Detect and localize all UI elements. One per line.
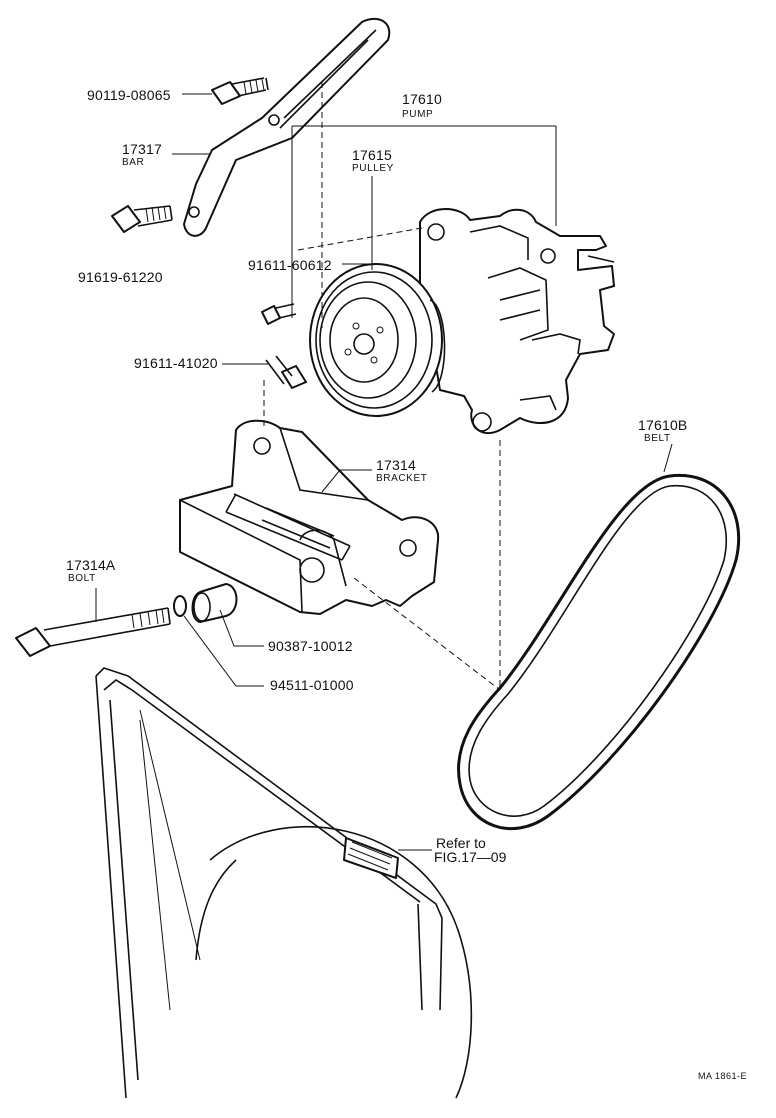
pulley-part-drawing [309,263,446,417]
part-number-17317: 17317 [122,141,162,157]
part-name-belt: BELT [644,433,671,444]
part-number-90387-10012: 90387-10012 [268,638,353,654]
part-name-bolt: BOLT [68,573,96,584]
reference-figure-link[interactable]: FIG.17—09 [434,849,507,865]
part-number-17610b: 17610B [638,417,688,433]
part-name-pulley: PULLEY [352,163,394,174]
bolt-91619-drawing [111,205,173,233]
pump-part-drawing [419,208,615,435]
part-number-91611-60612: 91611-60612 [248,257,332,273]
bar-part-drawing [183,17,391,237]
assembly-dashed-lines [263,82,501,691]
part-number-94511-01000: 94511-01000 [270,677,354,693]
bolt-90119-drawing [211,77,269,105]
bolt-91611-60612-drawing [261,303,297,325]
part-number-17615: 17615 [352,147,392,163]
bolt-91611-41020-drawing [265,355,307,389]
washer-and-collar-drawing [173,583,238,623]
leader-lines [95,93,673,851]
part-number-17314a: 17314A [66,557,116,573]
reference-line-1: Refer to [436,835,486,851]
part-name-bracket: BRACKET [376,473,428,484]
part-number-17314: 17314 [376,457,416,473]
part-number-17610: 17610 [402,91,442,107]
part-name-bar: BAR [122,157,145,168]
bracket-part-drawing [179,419,440,615]
part-number-90119-08065: 90119-08065 [87,87,171,103]
part-number-91619-61220: 91619-61220 [78,269,163,285]
figure-code: MA 1861-E [698,1071,748,1081]
part-name-pump: PUMP [402,109,434,120]
part-number-91611-41020: 91611-41020 [134,355,218,371]
fan-shroud-drawing [95,667,473,1099]
long-bolt-drawing [15,607,171,657]
belt-part-drawing [457,473,741,831]
